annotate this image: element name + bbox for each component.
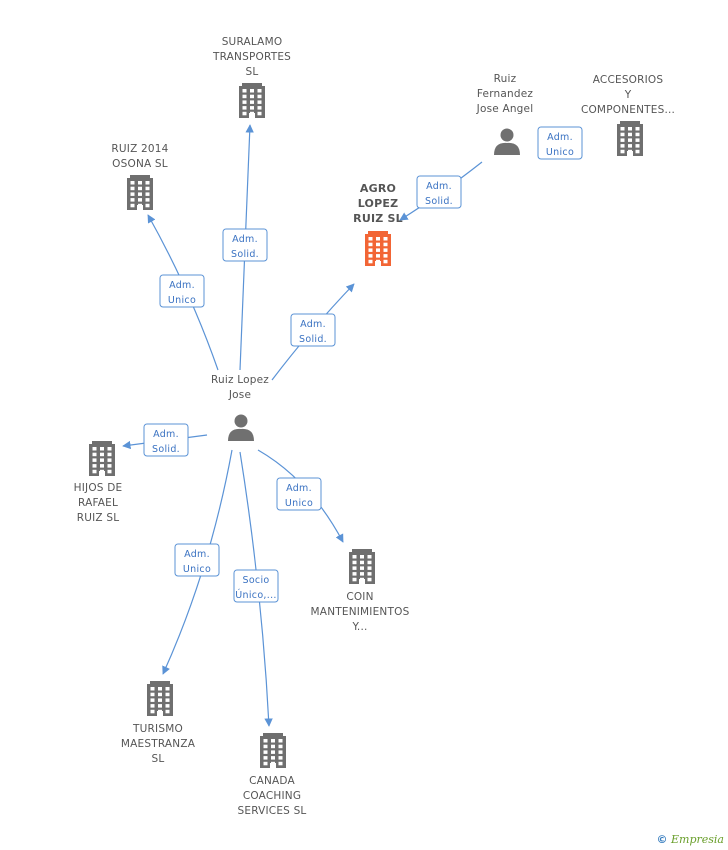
edge-rfja-accesorios: Adm. Unico (537, 126, 583, 160)
node-label: TURISMO (132, 723, 183, 735)
edge-label-text: Solid. (425, 196, 453, 207)
node-turismo[interactable]: TURISMO MAESTRANZA SL (121, 681, 196, 765)
edge-label-badge[interactable]: Adm. Solid. (416, 175, 462, 209)
edge-rlj-canada: SocioÚnico,... (233, 451, 279, 727)
edge-label-text: Adm. (547, 132, 573, 143)
edge-label-text: Solid. (231, 249, 259, 260)
node-label: Y (624, 89, 632, 101)
node-label: Fernandez (477, 88, 534, 100)
edge-label-text: Unico (285, 498, 313, 509)
brand-initial: E (671, 833, 680, 846)
edge-rlj-coin: Adm. Unico (257, 449, 344, 543)
edge-label-badge[interactable]: Adm. Unico (174, 543, 220, 577)
node-label: HIJOS DE (74, 482, 123, 494)
edge-rlj-hijos: Adm. Solid. (122, 423, 208, 457)
building-icon (260, 733, 286, 768)
edge-label-text: Solid. (152, 444, 180, 455)
copyright-symbol: © (656, 833, 668, 846)
node-label: Jose (228, 389, 251, 401)
edge-label-text: Unico (183, 564, 211, 575)
edges-layer: Adm.Solid.Adm.UnicoAdm.Solid.Adm.Solid.A… (122, 124, 583, 727)
edge-rlj-agro: Adm. Solid. (271, 283, 355, 381)
brand-name: mpresia (679, 833, 724, 846)
node-label: LOPEZ (358, 197, 399, 210)
node-label: RUIZ SL (353, 212, 403, 225)
building-icon (349, 549, 375, 584)
person-icon (494, 128, 520, 155)
edge-rfja-agro: Adm. Solid. (399, 161, 483, 221)
person-icon (228, 414, 254, 441)
footer-brand: © Empresia (657, 833, 725, 846)
edge-label-text: Adm. (169, 280, 195, 291)
node-label: RAFAEL (78, 497, 118, 509)
node-label: TRANSPORTES (212, 51, 291, 63)
node-canada[interactable]: CANADA COACHING SERVICES SL (238, 733, 307, 817)
edge-label-badge[interactable]: Adm. Solid. (222, 228, 268, 262)
edge-label-text: Solid. (299, 334, 327, 345)
edge-label-text: Adm. (286, 483, 312, 494)
node-label: SL (246, 66, 259, 78)
node-agro[interactable]: AGRO LOPEZ RUIZ SL (353, 182, 403, 266)
edge-label-text: Socio (242, 575, 269, 586)
node-suralamo[interactable]: SURALAMO TRANSPORTES SL (212, 36, 291, 118)
node-label: Y... (351, 621, 367, 633)
edge-rlj-turismo: Adm. Unico (162, 449, 233, 675)
node-label: CANADA (249, 775, 295, 787)
node-label: Jose Angel (476, 103, 534, 115)
brand-logo: Empresia (671, 833, 724, 846)
edge-label-text: Unico (546, 147, 574, 158)
node-accesorios[interactable]: ACCESORIOS Y COMPONENTES... (581, 74, 675, 156)
building-icon (617, 121, 643, 156)
node-coin[interactable]: COIN MANTENIMIENTOS Y... (311, 549, 410, 633)
node-label: COACHING (243, 790, 301, 802)
edge-label-badge[interactable]: Adm. Unico (276, 477, 322, 511)
building-icon (147, 681, 173, 716)
building-icon (127, 175, 153, 210)
edge-label-text: Unico (168, 295, 196, 306)
building-icon (89, 441, 115, 476)
node-label: SURALAMO (222, 36, 283, 48)
edge-label-text: Adm. (184, 549, 210, 560)
node-label: SERVICES SL (238, 805, 307, 817)
node-label: AGRO (360, 182, 396, 195)
nodes-layer: AGRO LOPEZ RUIZ SL SURALAMO TRANSPORTES SL RUI… (74, 36, 675, 817)
node-label: COIN (346, 591, 373, 603)
node-label: SL (152, 753, 165, 765)
edge-label-text: Adm. (300, 319, 326, 330)
node-label: Ruiz (494, 73, 517, 85)
node-hijos[interactable]: HIJOS DE RAFAEL RUIZ SL (74, 441, 123, 524)
edge-rlj-ruiz2014: Adm. Unico (147, 214, 219, 371)
edge-label-badge[interactable]: Adm. Unico (159, 274, 205, 308)
edge-label-text: Único,... (235, 589, 276, 601)
edge-label-text: Adm. (232, 234, 258, 245)
edge-label-text: Adm. (153, 429, 179, 440)
building-icon (239, 83, 265, 118)
edge-label-badge[interactable]: SocioÚnico,... (233, 569, 279, 603)
edge-label-badge[interactable]: Adm. Unico (537, 126, 583, 160)
node-label: OSONA SL (112, 158, 168, 170)
edge-label-badge[interactable]: Adm. Solid. (290, 313, 336, 347)
node-label: MANTENIMIENTOS (311, 606, 410, 618)
building-icon (365, 231, 391, 266)
node-label: RUIZ SL (77, 512, 120, 524)
edge-label-badge[interactable]: Adm. Solid. (143, 423, 189, 457)
node-label: ACCESORIOS (593, 74, 664, 86)
node-label: RUIZ 2014 (111, 143, 168, 155)
node-label: Ruiz Lopez (211, 374, 269, 386)
node-label: MAESTRANZA (121, 738, 196, 750)
node-label: COMPONENTES... (581, 104, 675, 116)
edge-rlj-suralamo: Adm. Solid. (222, 124, 268, 371)
edge-label-text: Adm. (426, 181, 452, 192)
